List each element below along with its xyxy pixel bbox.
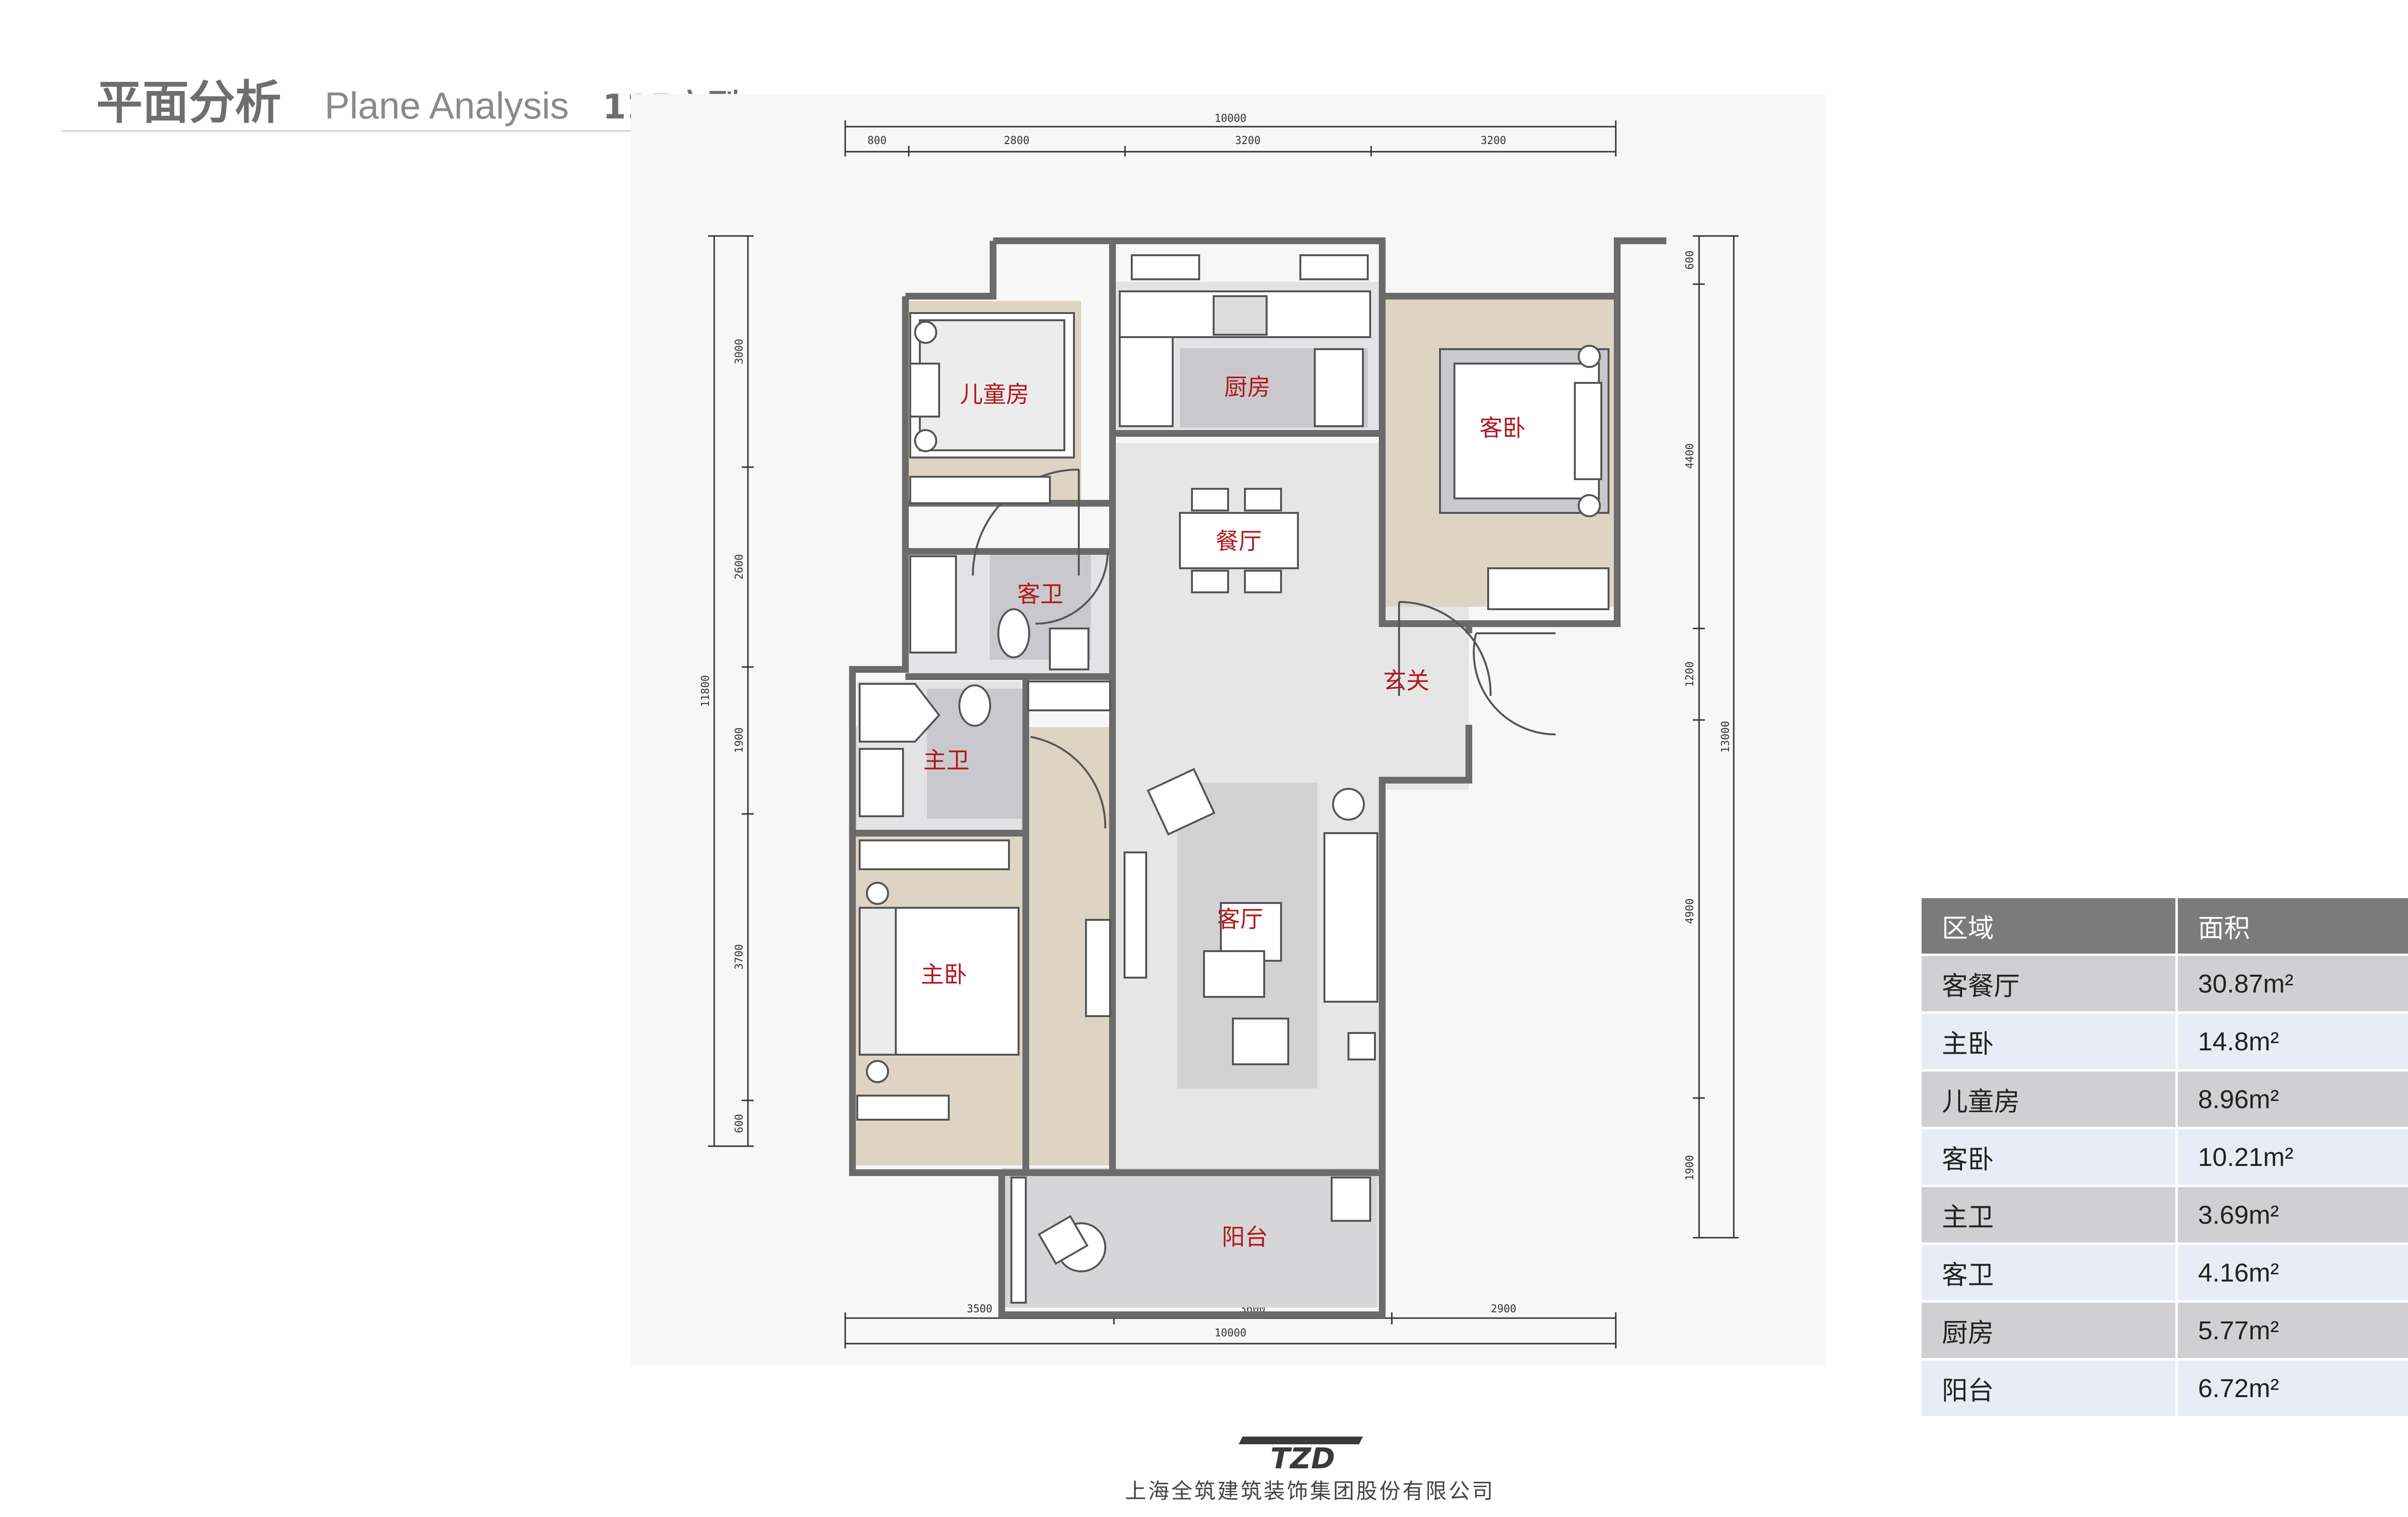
dim-top-total: 10000 <box>1215 113 1246 125</box>
area-size: 14.8m² <box>2176 1012 2408 1072</box>
dim-right-5: 1900 <box>1684 1155 1696 1181</box>
dim-left-5: 600 <box>733 1114 746 1133</box>
area-size: 10.21m² <box>2176 1128 2408 1187</box>
dim-right-total: 13000 <box>1720 721 1732 753</box>
room-label-childrens-room: 儿童房 <box>960 381 1029 408</box>
dimension-lines <box>708 120 1739 1348</box>
room-labels: 儿童房 厨房 客卧 餐厅 客卫 玄关 主卫 客厅 主卧 阳台 <box>921 374 1526 1251</box>
dim-left-1: 3000 <box>733 339 746 365</box>
area-name: 主卧 <box>1922 1012 2178 1072</box>
room-label-living: 客厅 <box>1217 906 1263 933</box>
area-size: 5.77m² <box>2176 1301 2408 1360</box>
dim-right-4: 4900 <box>1684 899 1696 924</box>
room-label-master-bedroom: 主卧 <box>921 961 967 988</box>
area-name: 客卧 <box>1922 1128 2178 1187</box>
area-size: 8.96m² <box>2176 1070 2408 1129</box>
furniture <box>856 254 1610 1304</box>
area-name: 儿童房 <box>1922 1070 2178 1129</box>
page-title: 平面分析 <box>96 76 281 130</box>
dim-top-4: 3200 <box>1481 135 1506 147</box>
dim-left-3: 1900 <box>733 728 746 753</box>
area-name: 客卫 <box>1922 1243 2178 1303</box>
room-label-dining: 餐厅 <box>1216 528 1262 555</box>
area-table-header: 区域 面积 <box>1922 898 2408 956</box>
room-label-balcony: 阳台 <box>1222 1224 1268 1251</box>
area-size: 4.16m² <box>2176 1243 2408 1303</box>
dim-top-3: 3200 <box>1235 135 1261 147</box>
dim-right-3: 1200 <box>1684 662 1696 687</box>
dim-top-1: 800 <box>867 135 887 147</box>
dim-bottom-1: 3500 <box>967 1303 993 1315</box>
area-name: 阳台 <box>1922 1359 2178 1418</box>
dim-right-1: 600 <box>1684 250 1696 270</box>
area-size: 30.87m² <box>2176 955 2408 1014</box>
dim-right-2: 4400 <box>1684 444 1696 469</box>
company-name: 上海全筑建筑装饰集团股份有限公司 <box>1125 1479 1495 1504</box>
dim-left-2: 2600 <box>733 554 746 580</box>
door-swings <box>972 469 1556 829</box>
dim-left-total: 11800 <box>700 675 712 707</box>
header-divider <box>62 130 707 132</box>
room-label-guest-bath: 客卫 <box>1017 581 1063 608</box>
area-name: 厨房 <box>1922 1301 2178 1360</box>
room-label-kitchen: 厨房 <box>1224 374 1270 401</box>
company-logo: TZD <box>1233 1433 1373 1476</box>
room-label-foyer: 玄关 <box>1383 667 1429 694</box>
room-label-guest-bedroom: 客卧 <box>1479 415 1526 442</box>
dim-left-4: 3700 <box>733 944 746 970</box>
floor-plan: 10000 800 2800 3200 3200 3500 3600 2900 … <box>631 94 1825 1365</box>
area-header-region: 区域 <box>1922 898 2178 956</box>
page-title-en: Plane Analysis <box>325 84 569 127</box>
area-name: 客餐厅 <box>1922 955 2178 1014</box>
area-name: 主卫 <box>1922 1186 2178 1245</box>
logo-text: TZD <box>1270 1442 1335 1471</box>
area-size: 6.72m² <box>2176 1359 2408 1418</box>
dim-bottom-3: 2900 <box>1491 1303 1517 1315</box>
area-header-size: 面积 <box>2176 898 2408 956</box>
logo-mark: TZD <box>1239 1437 1363 1476</box>
dim-bottom-total: 10000 <box>1215 1327 1246 1339</box>
area-size: 3.69m² <box>2176 1186 2408 1245</box>
floor-plan-svg: 10000 800 2800 3200 3200 3500 3600 2900 … <box>631 94 1825 1365</box>
room-label-master-bath: 主卫 <box>923 747 969 774</box>
dim-top-2: 2800 <box>1004 135 1030 147</box>
